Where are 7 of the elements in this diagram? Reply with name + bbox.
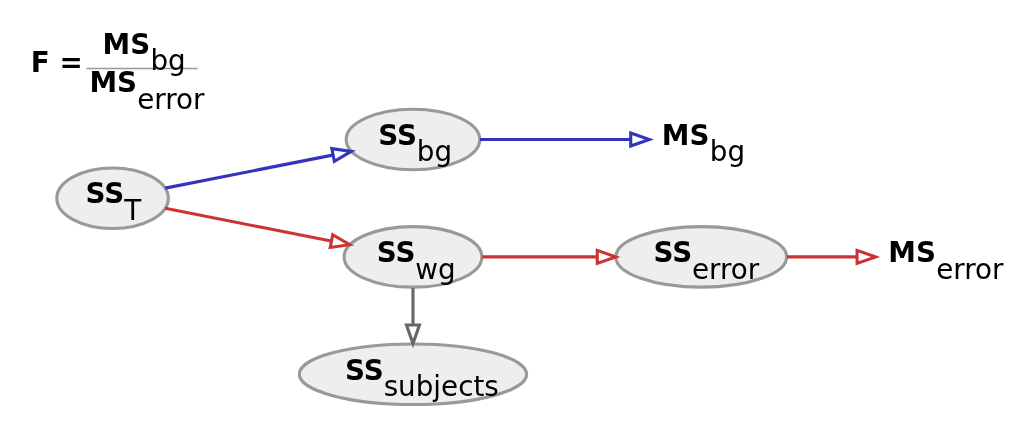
arrow [479,130,654,148]
arrow [482,247,621,266]
label: F = [30,45,83,79]
arrow [404,287,422,348]
arrow [164,206,355,249]
arrow [164,146,356,190]
arrow [786,247,881,266]
